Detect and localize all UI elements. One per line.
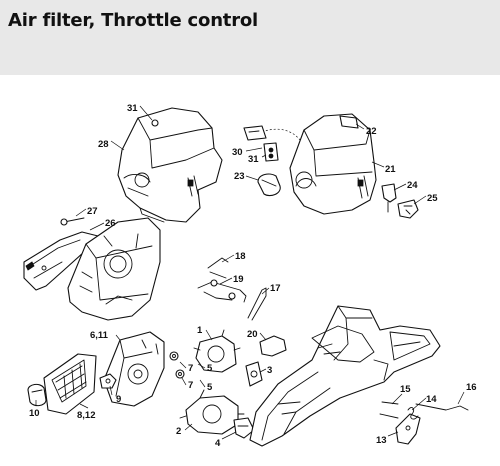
callout-22: 22: [366, 126, 377, 137]
leader-lines: [35, 105, 465, 440]
carburetor-box: [67, 217, 161, 321]
callout-17: 17: [270, 283, 281, 294]
part-2-carburetor[interactable]: [179, 389, 245, 435]
part-16-rod[interactable]: [415, 403, 469, 411]
part-20-bracket[interactable]: [259, 335, 287, 357]
handle-housing: [249, 305, 441, 447]
part-28-shroud[interactable]: [117, 107, 223, 223]
title-banner: Air filter, Throttle control: [0, 0, 500, 75]
callout-13: 13: [376, 435, 387, 446]
part-24-lever[interactable]: [381, 183, 397, 213]
callout-8-12: 8,12: [77, 410, 96, 421]
callout-21: 21: [385, 164, 396, 175]
callout-19: 19: [233, 274, 244, 285]
callout-15: 15: [400, 384, 411, 395]
part-22-plate[interactable]: [339, 115, 359, 129]
callout-27: 27: [87, 206, 98, 217]
part-8-12-air-filter[interactable]: [43, 353, 97, 415]
callout-25: 25: [427, 193, 438, 204]
page-title: Air filter, Throttle control: [8, 10, 259, 31]
callout-7: 7: [188, 363, 193, 374]
part-31-label[interactable]: [243, 125, 267, 141]
callout-20: 20: [247, 329, 258, 340]
callout-24: 24: [407, 180, 418, 191]
callout-1: 1: [197, 325, 203, 336]
callout-18: 18: [235, 251, 246, 262]
callout-6-11: 6,11: [90, 330, 109, 341]
part-18-rod[interactable]: [207, 257, 229, 279]
part-4-lever[interactable]: [233, 417, 255, 439]
callout-labels: 31 28 22 30 31 21 23 24 25 27 26 18 19 1…: [29, 103, 477, 449]
part-26-cover[interactable]: [23, 231, 99, 291]
callout-4: 4: [215, 438, 221, 449]
callout-26: 26: [105, 218, 116, 229]
callout-5a: 5: [207, 363, 213, 374]
callout-29: 31: [127, 103, 138, 114]
callout-14: 14: [426, 394, 437, 405]
part-23-knob[interactable]: [257, 173, 281, 197]
callout-2: 2: [176, 426, 181, 437]
callout-16: 16: [466, 382, 477, 393]
callout-23: 23: [234, 171, 245, 182]
callout-7b: 7: [188, 380, 193, 391]
callout-9: 9: [116, 394, 121, 405]
callout-28: 28: [98, 139, 109, 150]
part-5-nuts[interactable]: [169, 351, 185, 379]
part-13-trigger[interactable]: [395, 413, 421, 445]
part-27-screw[interactable]: [60, 217, 85, 226]
part-3-gasket[interactable]: [245, 361, 263, 387]
part-9-nut[interactable]: [99, 373, 117, 389]
part-19-shaft[interactable]: [197, 279, 247, 303]
callout-30: 31: [248, 154, 259, 165]
callout-10: 10: [29, 408, 40, 419]
part-14-spring[interactable]: [407, 407, 419, 420]
callout-5b: 5: [207, 382, 213, 393]
part-1-carburetor[interactable]: [193, 329, 241, 373]
part-25-catch[interactable]: [397, 199, 419, 219]
part-10-knob[interactable]: [27, 383, 47, 407]
callout-31: 30: [232, 147, 243, 158]
callout-3: 3: [267, 365, 272, 376]
part-15-pin[interactable]: [379, 401, 399, 419]
part-6-11-filter-housing[interactable]: [103, 331, 165, 407]
part-30-label[interactable]: [263, 142, 279, 162]
part-17-spring[interactable]: [247, 287, 267, 321]
part-21-shroud[interactable]: [289, 113, 377, 215]
